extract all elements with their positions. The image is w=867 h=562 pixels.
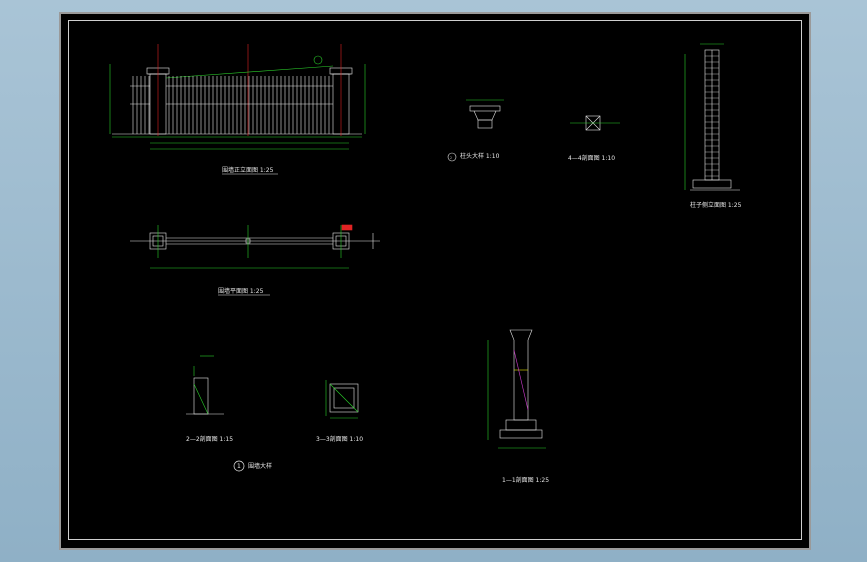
drawing-border [68,20,802,540]
title-elevation: 围墙正立面图 1:25 [222,166,274,174]
cap-detail-circle: 2 [450,156,452,160]
fence-elevation [109,44,366,150]
title-section-2-2: 2—2剖面图 1:15 [186,435,233,443]
column-side-elevation [684,43,740,191]
title-main-detail: 围墙大样 [248,462,272,470]
cap-detail [447,99,504,162]
section-2-2 [186,355,224,415]
title-cap-detail: 柱头大样 1:10 [460,152,500,160]
section-1-1 [487,329,546,449]
cad-drawing-canvas[interactable] [59,12,811,550]
title-column-side: 柱子侧立面图 1:25 [690,201,742,209]
title-section-1-1: 1—1剖面图 1:25 [502,476,549,484]
title-plan: 围墙平面图 1:25 [218,287,264,295]
section-4-4 [570,115,620,131]
detail-marker-number: 1 [237,463,241,470]
title-section-3-3: 3—3剖面图 1:10 [316,435,363,443]
section-3-3 [325,380,359,419]
fence-plan [130,224,380,269]
detail-marker [233,460,245,472]
title-section-4-4: 4—4剖面图 1:10 [568,154,615,162]
